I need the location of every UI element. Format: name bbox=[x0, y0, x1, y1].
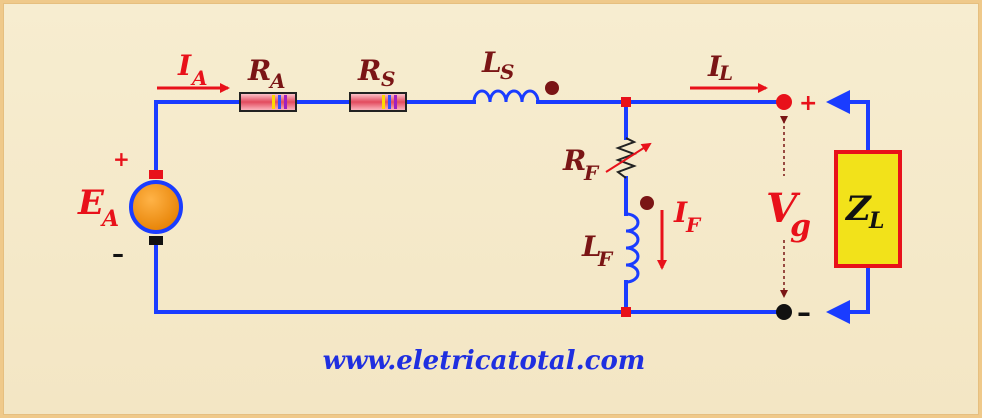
field-rheostat bbox=[605, 137, 652, 179]
label-ra: R A bbox=[247, 54, 286, 93]
output-terminal-negative bbox=[776, 304, 792, 320]
svg-text:V: V bbox=[766, 185, 801, 232]
armature-source bbox=[129, 170, 183, 245]
armature-resistor bbox=[239, 92, 297, 112]
svg-text:L: L bbox=[581, 230, 602, 263]
series-resistor bbox=[349, 92, 407, 112]
svg-text:I: I bbox=[673, 196, 688, 229]
label-ia: I A bbox=[177, 49, 208, 90]
svg-text:I: I bbox=[707, 50, 722, 83]
label-il: I L bbox=[707, 50, 733, 85]
output-terminal-positive bbox=[776, 94, 792, 110]
load-bottom-arrow-icon bbox=[826, 300, 850, 324]
svg-text:R: R bbox=[247, 54, 271, 87]
load-impedance bbox=[834, 150, 902, 268]
label-rs: R S bbox=[357, 54, 395, 91]
svg-text:L: L bbox=[718, 61, 733, 85]
svg-text:I: I bbox=[177, 49, 192, 82]
svg-text:F: F bbox=[597, 247, 614, 271]
label-zl: Z L bbox=[844, 189, 884, 234]
top-junction-node bbox=[621, 97, 631, 107]
ls-polarity-dot bbox=[545, 81, 559, 95]
wiring bbox=[154, 100, 870, 314]
bottom-junction-node bbox=[621, 307, 631, 317]
svg-text:Z: Z bbox=[844, 189, 872, 229]
svg-text:g: g bbox=[790, 209, 811, 244]
svg-text:A: A bbox=[190, 66, 208, 90]
label-lf: L F bbox=[581, 230, 614, 271]
field-inductor bbox=[625, 212, 640, 284]
svg-text:F: F bbox=[685, 213, 702, 237]
svg-text:R: R bbox=[357, 54, 381, 87]
svg-text:E: E bbox=[77, 183, 105, 223]
label-rf: R F bbox=[562, 144, 600, 185]
series-inductor bbox=[472, 89, 540, 103]
svg-text:S: S bbox=[500, 60, 514, 84]
lf-polarity-dot bbox=[640, 196, 654, 210]
label-ls: L S bbox=[481, 46, 514, 84]
svg-text:A: A bbox=[268, 69, 286, 93]
source-minus-sign: – bbox=[112, 240, 124, 268]
svg-text:F: F bbox=[583, 161, 600, 185]
svg-text:S: S bbox=[381, 67, 395, 91]
label-ea: E A bbox=[77, 183, 119, 232]
svg-text:L: L bbox=[481, 46, 502, 79]
output-minus-sign: – bbox=[797, 296, 811, 329]
label-if: I F bbox=[673, 196, 702, 237]
website-url: www.eletricatotal.com bbox=[323, 346, 646, 376]
label-vg: V g bbox=[766, 185, 811, 244]
svg-text:L: L bbox=[868, 208, 884, 234]
output-plus-sign: + bbox=[799, 91, 817, 116]
source-plus-sign: + bbox=[113, 147, 130, 171]
load-top-arrow-icon bbox=[826, 90, 850, 114]
svg-text:R: R bbox=[562, 144, 586, 177]
svg-text:A: A bbox=[100, 206, 119, 232]
